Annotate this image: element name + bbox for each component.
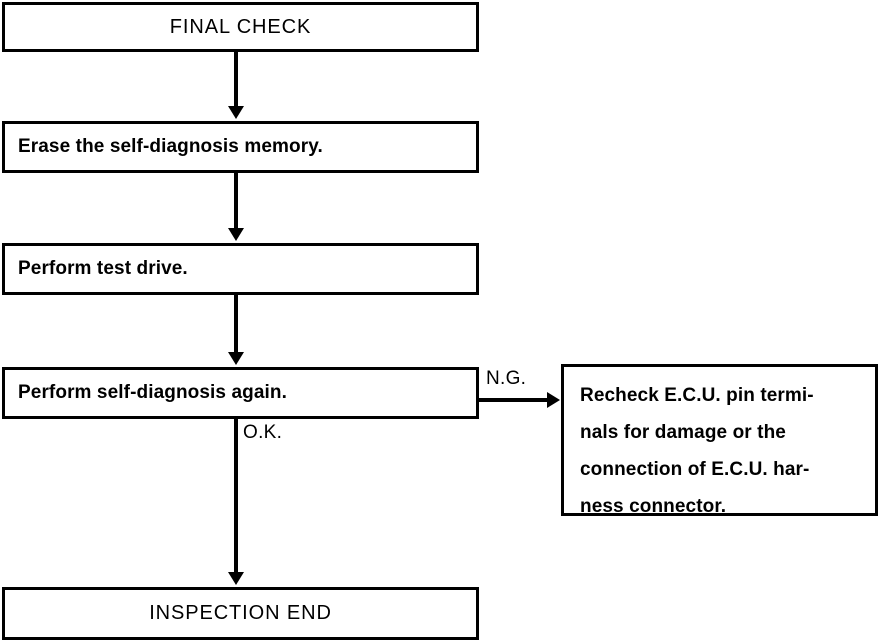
connector-line-3 xyxy=(234,295,238,354)
node-perform-self-diagnosis-again: Perform self-diagnosis again. xyxy=(2,367,479,419)
connector-arrowhead-ok xyxy=(228,572,244,585)
node-perform-test-drive-label: Perform test drive. xyxy=(18,258,188,279)
connector-line-ng xyxy=(479,398,549,402)
connector-line-2 xyxy=(234,173,238,230)
connector-arrowhead-1 xyxy=(228,106,244,119)
connector-line-ok xyxy=(234,419,238,574)
connector-arrowhead-2 xyxy=(228,228,244,241)
node-inspection-end-label: INSPECTION END xyxy=(149,602,332,624)
edge-label-ng: N.G. xyxy=(486,368,527,389)
edge-label-ok: O.K. xyxy=(243,422,283,443)
connector-arrowhead-3 xyxy=(228,352,244,365)
connector-line-1 xyxy=(234,52,238,108)
node-final-check-label: FINAL CHECK xyxy=(169,15,312,38)
node-perform-self-diagnosis-again-label: Perform self-diagnosis again. xyxy=(18,382,287,403)
node-final-check: FINAL CHECK xyxy=(2,2,479,52)
node-recheck-ecu-line-3: connection of E.C.U. har- xyxy=(580,459,810,480)
node-erase-memory-label: Erase the self-diagnosis memory. xyxy=(18,136,323,157)
node-erase-memory: Erase the self-diagnosis memory. xyxy=(2,121,479,173)
node-recheck-ecu-line-2: nals for damage or the xyxy=(580,422,786,443)
node-inspection-end: INSPECTION END xyxy=(2,587,479,640)
node-recheck-ecu-line-4: ness connector. xyxy=(580,496,727,517)
node-recheck-ecu: Recheck E.C.U. pin termi- nals for damag… xyxy=(561,364,878,517)
node-perform-test-drive: Perform test drive. xyxy=(2,243,479,295)
connector-arrowhead-ng xyxy=(547,392,560,408)
node-recheck-ecu-line-1: Recheck E.C.U. pin termi- xyxy=(580,385,814,406)
